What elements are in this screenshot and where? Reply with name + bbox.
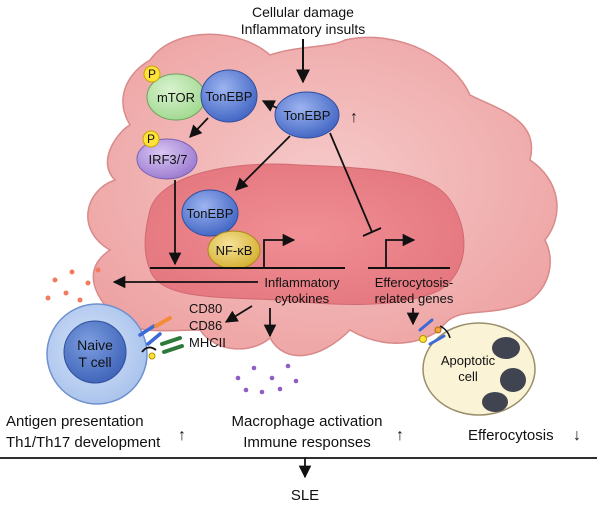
phospho-irf-icon <box>142 130 160 148</box>
apoptotic-line2: cell <box>458 369 478 384</box>
naive-line2: T cell <box>78 354 111 370</box>
promoter-efferocytosis <box>385 233 416 268</box>
efferocytosis-genes-line2: related genes <box>375 291 454 306</box>
cytokines-line1: Inflammatory <box>264 275 340 290</box>
outcome-sle: SLE <box>291 487 319 504</box>
irf-protein <box>136 138 198 180</box>
irf-label: IRF3/7 <box>148 152 187 167</box>
mtor-label: mTOR <box>157 90 195 105</box>
trigger-line2: Inflammatory insults <box>241 21 365 37</box>
cytokine-dots <box>45 267 101 303</box>
trigger-line1: Cellular damage <box>252 4 354 20</box>
naive-line1: Naive <box>77 337 113 353</box>
nfkb-label: NF-κB <box>216 243 253 258</box>
efferocytosis-genes-line1: Efferocytosis- <box>375 275 454 290</box>
phospho-mtor-icon <box>143 65 161 83</box>
tcr-mhc-interaction <box>138 316 184 360</box>
tonebp-up-arrow: ↑ <box>350 109 358 126</box>
apoptotic-body-3 <box>482 392 508 412</box>
tonebp-central-label: TonEBP <box>284 108 331 123</box>
antigen-line1: Antigen presentation <box>6 413 144 430</box>
purple-dots <box>235 363 299 395</box>
cd80-label: CD80 <box>189 301 222 316</box>
efferocytosis-receptor <box>418 318 451 346</box>
promoter-inflammatory <box>263 233 296 268</box>
mhcii-label: MHCII <box>189 335 226 350</box>
phospho-irf-label: P <box>147 132 155 146</box>
tonebp-nucleus-protein <box>181 189 239 237</box>
antigen-line2: Th1/Th17 development <box>6 434 161 451</box>
apoptotic-line1: Apoptotic <box>441 353 496 368</box>
phospho-mtor-label: P <box>148 67 156 81</box>
tonebp-nucleus-label: TonEBP <box>187 206 234 221</box>
cd86-label: CD86 <box>189 318 222 333</box>
antigen-up-arrow: ↑ <box>178 427 186 444</box>
inhibition-line <box>329 132 373 233</box>
apoptotic-body-2 <box>500 368 526 392</box>
efferocytosis-outcome: Efferocytosis <box>468 427 554 444</box>
cytokines-line2: cytokines <box>275 291 330 306</box>
apoptotic-body-1 <box>492 337 520 359</box>
arrow-to-complex <box>261 100 278 112</box>
arrow-to-irf <box>189 117 209 138</box>
macrophage-line2: Immune responses <box>243 434 371 451</box>
tonebp-complex-label: TonEBP <box>206 89 253 104</box>
efferocytosis-down-arrow: ↓ <box>573 427 581 444</box>
tonebp-complex-protein <box>200 69 258 123</box>
inhibition-bar <box>362 227 382 237</box>
t-cell-nucleus <box>63 320 127 384</box>
macrophage-line1: Macrophage activation <box>232 413 383 430</box>
macrophage-up-arrow: ↑ <box>396 427 404 444</box>
tonebp-central-protein <box>274 91 340 139</box>
arrow-to-nucleus <box>235 135 291 191</box>
arrow-to-costim <box>224 305 253 323</box>
